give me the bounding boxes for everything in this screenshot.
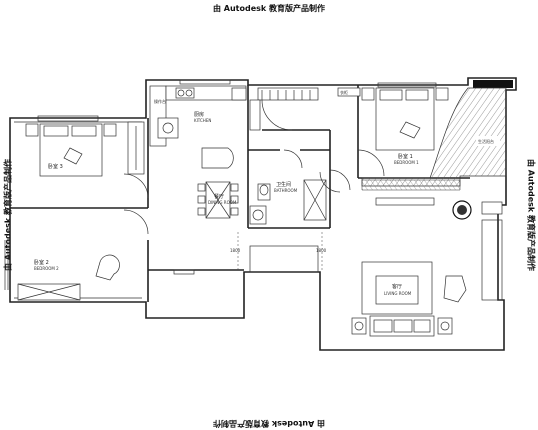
- living-label: 客厅: [392, 283, 402, 290]
- dining-en-label: DINING ROOM: [208, 200, 237, 205]
- bedroom2-label: 卧室 2: [34, 259, 49, 266]
- dining-label: 餐厅: [214, 193, 224, 200]
- watermark-top: 由 Autodesk 教育版产品制作: [212, 4, 325, 13]
- kitchen-en-label: KITCHEN: [194, 118, 211, 123]
- bedroom-2: 卧室 2 BEDROOM 2: [17, 209, 149, 301]
- bathroom-en-label: BATHROOM: [274, 188, 298, 193]
- kitchen: 厨房 KITCHEN 操作台: [149, 85, 247, 169]
- bedroom1-label: 卧室 1: [398, 153, 413, 160]
- bedroom-1: 衣柜 卧室 1 BEDROOM 1: [337, 87, 449, 177]
- washing-machine: [249, 205, 267, 225]
- living-room: 客厅 LIVING ROOM: [319, 171, 503, 337]
- dining: 餐厅 DINING ROOM: [173, 181, 239, 275]
- living-en-label: LIVING ROOM: [384, 291, 412, 296]
- coffee-table: [375, 275, 419, 305]
- dimensions: 1800 1800: [230, 232, 327, 270]
- chair-bedroom2: [95, 254, 120, 281]
- balcony-label: 生活阳台: [478, 138, 494, 144]
- toilet: [257, 183, 271, 201]
- closet-rack: [257, 87, 319, 101]
- dimension-right: 1800: [316, 248, 327, 253]
- bathroom: 卫生间 BATHROOM: [249, 149, 351, 225]
- stove: [175, 87, 195, 99]
- armchair: [443, 275, 467, 303]
- cabinet-label: 操作台: [154, 98, 166, 104]
- kitchen-label: 厨房: [194, 111, 204, 118]
- windows: [4, 79, 503, 301]
- dimension-left: 1800: [230, 248, 241, 253]
- bedroom1-en-label: BEDROOM 1: [394, 160, 419, 165]
- bedroom3-label: 卧室 3: [48, 163, 63, 170]
- rug: [361, 261, 433, 315]
- balcony: 生活阳台: [361, 87, 507, 191]
- bathroom-label: 卫生间: [276, 181, 291, 188]
- sink: [157, 117, 179, 139]
- closet-label: 衣柜: [340, 89, 348, 95]
- closet: [249, 87, 319, 131]
- bedroom1-desk: [337, 87, 361, 97]
- bedroom2-en-label: BEDROOM 2: [34, 266, 59, 271]
- black-column: [473, 80, 513, 88]
- bedroom-3: 卧室 3: [25, 121, 149, 199]
